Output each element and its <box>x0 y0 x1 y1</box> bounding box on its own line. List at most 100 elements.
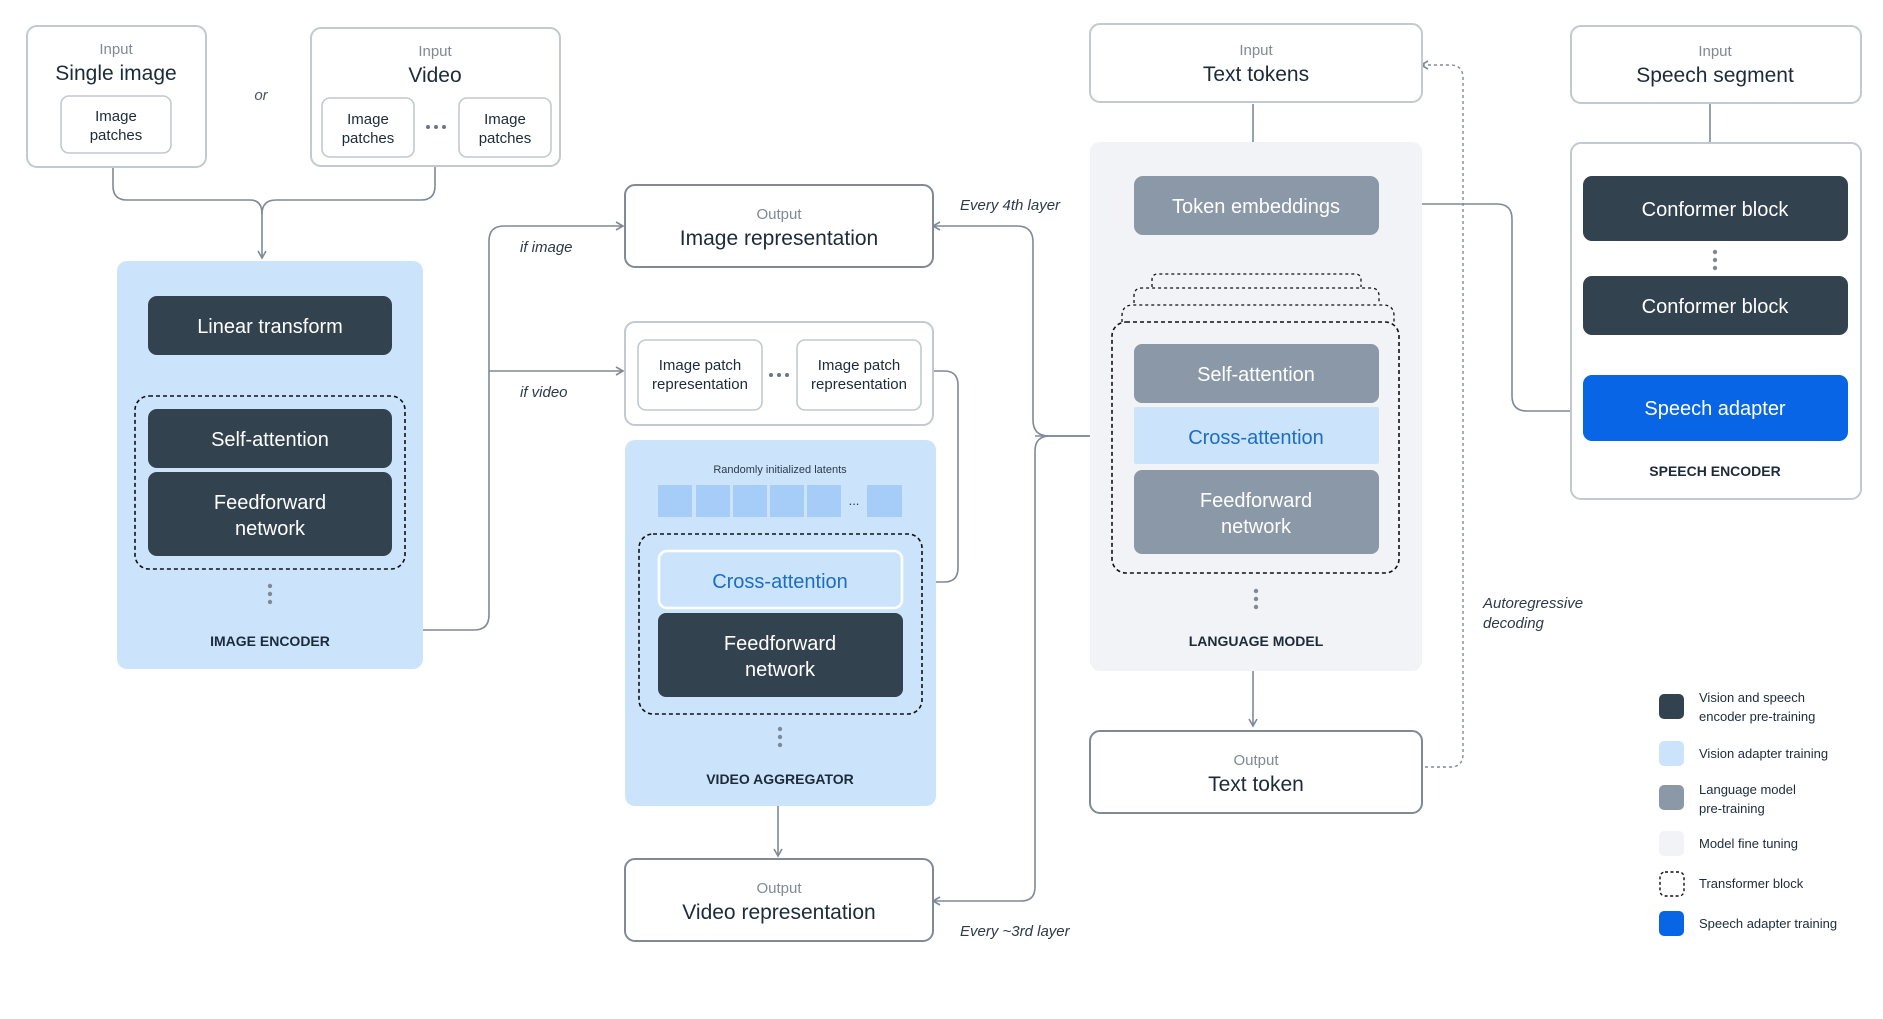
legend-encoder-pretraining-line-1: Vision and speech <box>1699 690 1805 705</box>
speech-adapter-block <box>1583 375 1848 441</box>
legend-encoder-pretraining-line-2: encoder pre-training <box>1699 709 1815 724</box>
conformer-block-2-label: Conformer block <box>1642 296 1790 318</box>
legend-lm-pretraining-line-2: pre-training <box>1699 801 1765 816</box>
speech-encoder-label: SPEECH ENCODER <box>1649 463 1780 479</box>
video-aggregator-feedforward-line-2: network <box>745 659 816 681</box>
language-model-more-dots <box>1253 588 1259 610</box>
legend-speech-adapter: Speech adapter training <box>1699 916 1837 931</box>
legend-swatch-encoder-pretraining <box>1659 694 1684 719</box>
legend-lm-pretraining-line-1: Language model <box>1699 782 1796 797</box>
connector-every-3rd <box>931 435 1132 906</box>
patch-rep-right-line-2: representation <box>811 376 907 393</box>
every-4th-layer-label: Every 4th layer <box>960 197 1061 214</box>
speech-adapter-label: Speech adapter <box>1644 398 1786 420</box>
output-text-token-title: Text token <box>1208 773 1304 796</box>
input-text-tokens-title: Text tokens <box>1203 63 1309 86</box>
latents-ellipsis: ... <box>849 493 860 508</box>
speech-encoder: Conformer block Conformer block Speech a… <box>1570 142 1862 500</box>
output-video-title: Video representation <box>682 901 875 924</box>
connector-autoregressive <box>1419 60 1464 768</box>
video-aggregator-feedforward-line-1: Feedforward <box>724 633 836 655</box>
patch-rep-right-line-1: Image patch <box>818 357 901 374</box>
video-patch-left-line-1: Image <box>347 111 389 128</box>
autoregressive-line-1: Autoregressive <box>1482 595 1583 612</box>
image-encoder-self-attention-label: Self-attention <box>211 429 329 451</box>
video-patch-right-line-1: Image <box>484 111 526 128</box>
input-video-kind: Input <box>418 43 452 60</box>
connector-every-4th <box>931 221 1132 437</box>
legend-swatch-vision-adapter <box>1659 741 1684 766</box>
stacked-layer-back-1 <box>1151 273 1362 287</box>
language-model-feedforward <box>1134 470 1379 554</box>
connector-adapter-embed <box>1376 199 1580 412</box>
input-single-image-kind: Input <box>99 41 133 58</box>
legend-swatch-fine-tuning <box>1659 831 1684 856</box>
input-text-tokens: Input Text tokens <box>1089 23 1423 103</box>
video-aggregator-more-dots <box>777 726 783 748</box>
output-video-kind: Output <box>756 880 802 897</box>
patch-rep-left-line-2: representation <box>652 376 748 393</box>
output-image-representation: Output Image representation <box>624 184 934 268</box>
image-encoder-feedforward <box>148 472 392 556</box>
output-text-token-kind: Output <box>1233 752 1279 769</box>
autoregressive-line-2: decoding <box>1483 615 1545 632</box>
latent-cells <box>658 485 902 517</box>
image-encoder-feedforward-line-1: Feedforward <box>214 492 326 514</box>
input-text-tokens-kind: Input <box>1239 42 1273 59</box>
input-speech-title: Speech segment <box>1636 64 1794 87</box>
or-label: or <box>254 87 268 104</box>
if-video-label: if video <box>520 384 568 401</box>
image-encoder: Linear transform Self-attention Feedforw… <box>117 261 423 669</box>
input-video: Input Video Image patches Image patches <box>310 27 561 167</box>
video-patch-left-line-2: patches <box>342 130 395 147</box>
token-embeddings-label: Token embeddings <box>1172 196 1340 218</box>
image-encoder-more-dots <box>267 583 273 605</box>
patch-rep-ellipsis <box>769 373 789 377</box>
video-aggregator: Randomly initialized latents ... Cross-a… <box>625 440 936 806</box>
legend-swatch-speech-adapter <box>1659 911 1684 936</box>
if-image-label: if image <box>520 239 573 256</box>
input-speech-segment: Input Speech segment <box>1570 25 1862 104</box>
language-model-feedforward-line-1: Feedforward <box>1200 490 1312 512</box>
language-model-feedforward-line-2: network <box>1221 516 1292 538</box>
language-model-label: LANGUAGE MODEL <box>1189 633 1324 649</box>
language-model-self-attention-label: Self-attention <box>1197 364 1315 386</box>
image-encoder-label: IMAGE ENCODER <box>210 633 330 649</box>
latents-label: Randomly initialized latents <box>713 464 847 476</box>
output-video-representation: Output Video representation <box>624 858 934 942</box>
legend: Vision and speech encoder pre-training V… <box>1659 690 1837 936</box>
output-image-kind: Output <box>756 206 802 223</box>
legend-vision-adapter: Vision adapter training <box>1699 746 1828 761</box>
output-text-token: Output Text token <box>1089 730 1423 814</box>
legend-transformer-block: Transformer block <box>1699 876 1804 891</box>
patch-representations: Image patch representation Image patch r… <box>624 321 934 426</box>
video-patch-right-line-2: patches <box>479 130 532 147</box>
video-aggregator-cross-attention <box>657 549 904 610</box>
input-video-title: Video <box>408 64 461 87</box>
output-image-title: Image representation <box>680 227 878 250</box>
token-embeddings-block <box>1134 176 1379 235</box>
single-image-patch-line-2: patches <box>90 127 143 144</box>
language-model-self-attention <box>1134 344 1379 403</box>
language-model-transformer-block <box>1111 321 1400 574</box>
video-aggregator-feedforward <box>658 613 903 697</box>
image-encoder-transformer-block <box>134 395 406 570</box>
patch-rep-left-line-1: Image patch <box>659 357 742 374</box>
video-patch-ellipsis <box>426 125 446 129</box>
language-model-cross-attention-label: Cross-attention <box>1188 427 1324 449</box>
input-speech-kind: Input <box>1698 43 1732 60</box>
legend-swatch-transformer-block <box>1659 871 1685 897</box>
video-aggregator-transformer-block <box>638 533 923 715</box>
video-aggregator-cross-attention-label: Cross-attention <box>712 571 848 593</box>
legend-fine-tuning: Model fine tuning <box>1699 836 1798 851</box>
language-model-cross-attention <box>1134 407 1379 464</box>
connector-patch-cross <box>901 370 959 587</box>
connector-video <box>261 166 436 215</box>
linear-transform-label: Linear transform <box>197 316 343 338</box>
video-aggregator-label: VIDEO AGGREGATOR <box>706 771 854 787</box>
conformer-block-2 <box>1583 276 1848 335</box>
single-image-patch-line-1: Image <box>95 108 137 125</box>
input-single-image-title: Single image <box>55 62 176 85</box>
image-encoder-self-attention <box>148 409 392 468</box>
